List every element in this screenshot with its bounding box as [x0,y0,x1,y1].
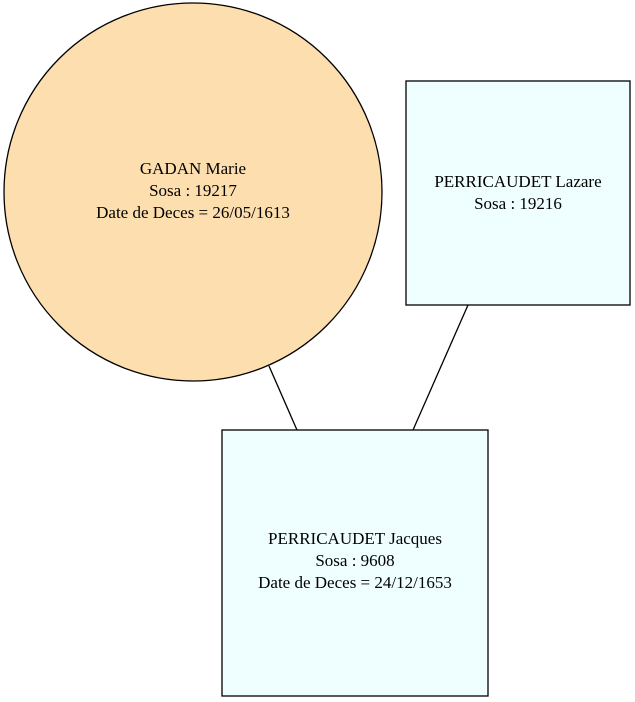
node-name: PERRICAUDET Jacques [268,529,442,548]
node-name: PERRICAUDET Lazare [434,172,601,191]
node-shape-box [405,80,631,306]
node-sosa: Sosa : 19217 [149,181,237,200]
node-shape-box [221,429,489,697]
node-perricaudet-lazare[interactable]: PERRICAUDET Lazare Sosa : 19216 [405,80,631,306]
node-shape-circle [3,2,383,382]
node-name: GADAN Marie [140,159,246,178]
edge-father-child [412,304,469,431]
node-perricaudet-jacques[interactable]: PERRICAUDET Jacques Sosa : 9608 Date de … [221,429,489,697]
edge-mother-child [268,365,298,431]
node-death-date: Date de Deces = 24/12/1653 [258,573,452,592]
node-gadan-marie[interactable]: GADAN Marie Sosa : 19217 Date de Deces =… [3,2,383,382]
node-sosa: Sosa : 19216 [474,194,562,213]
node-sosa: Sosa : 9608 [315,551,394,570]
node-death-date: Date de Deces = 26/05/1613 [96,203,290,222]
